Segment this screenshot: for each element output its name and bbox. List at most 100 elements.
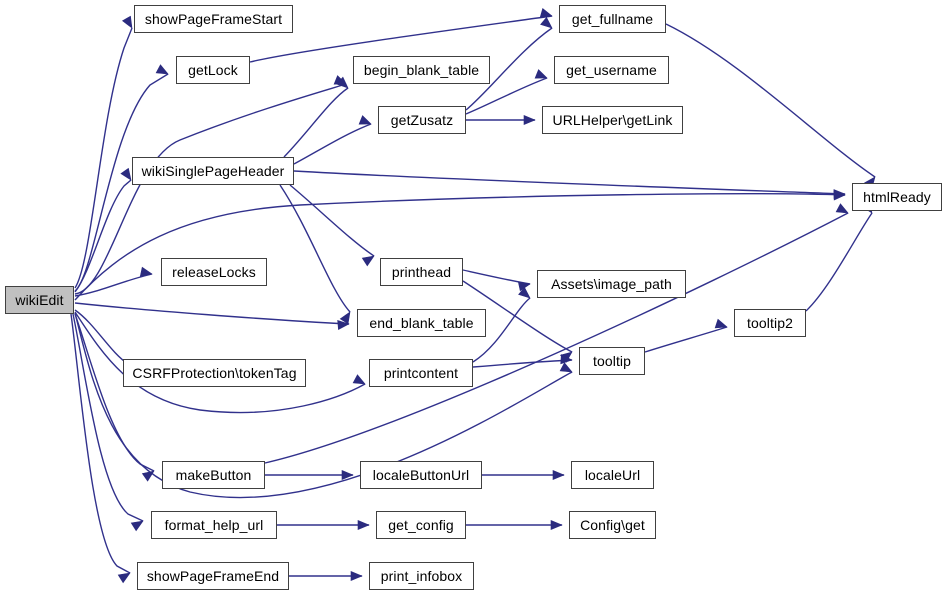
node-end_blank_table[interactable]: end_blank_table (357, 309, 486, 337)
node-label-Assets_image_path: Assets\image_path (551, 276, 672, 292)
node-tooltip[interactable]: tooltip (579, 347, 645, 375)
edge-printcontent-to-tooltip (472, 359, 573, 368)
node-format_help_url[interactable]: format_help_url (151, 511, 277, 539)
arrow-head-to-tooltip (560, 354, 573, 365)
node-label-Config_get: Config\get (580, 517, 645, 533)
node-label-print_infobox: print_infobox (380, 568, 463, 584)
arrow-head-to-get_config (357, 519, 370, 531)
node-label-wikiSinglePageHeader: wikiSinglePageHeader (141, 163, 285, 179)
node-getLock[interactable]: getLock (176, 56, 250, 84)
node-localeUrl[interactable]: localeUrl (571, 461, 654, 489)
node-label-releaseLocks: releaseLocks (172, 264, 256, 280)
arrow-head-to-end_blank_table (337, 319, 350, 331)
arrow-head-to-showPageFrameEnd (117, 572, 131, 584)
node-showPageFrameEnd[interactable]: showPageFrameEnd (137, 562, 289, 590)
node-label-begin_blank_table: begin_blank_table (363, 62, 480, 78)
node-getZusatz[interactable]: getZusatz (378, 106, 466, 134)
arrow-head-to-htmlReady (835, 203, 849, 214)
node-label-tooltip2: tooltip2 (747, 315, 793, 331)
node-wikiSinglePageHeader[interactable]: wikiSinglePageHeader (132, 157, 294, 185)
node-label-URLHelper_getLink: URLHelper\getLink (552, 112, 673, 128)
node-label-printcontent: printcontent (383, 365, 459, 381)
arrow-head-to-printhead (361, 255, 375, 267)
arrow-head-layer (117, 8, 876, 584)
node-label-showPageFrameStart: showPageFrameStart (144, 11, 283, 27)
arrow-head-to-showPageFrameStart (121, 15, 133, 29)
node-label-printhead: printhead (391, 264, 452, 280)
node-Config_get[interactable]: Config\get (569, 511, 656, 539)
node-label-localeButtonUrl: localeButtonUrl (372, 467, 470, 483)
node-Assets_image_path[interactable]: Assets\image_path (537, 270, 686, 298)
arrow-head-to-makeButton (141, 470, 155, 482)
node-CSRFProtection_tokenTag[interactable]: CSRFProtection\tokenTag (123, 359, 306, 387)
arrow-head-to-tooltip (559, 362, 573, 373)
arrow-head-to-releaseLocks (139, 266, 153, 277)
node-printhead[interactable]: printhead (380, 258, 463, 286)
edge-getLock-to-get_fullname (249, 15, 553, 63)
node-localeButtonUrl[interactable]: localeButtonUrl (360, 461, 482, 489)
node-htmlReady[interactable]: htmlReady (852, 183, 942, 211)
edge-wikiEdit-to-tooltip (74, 312, 573, 499)
edge-wikiEdit-to-showPageFrameStart (74, 27, 133, 289)
edge-wikiEdit-to-showPageFrameEnd (70, 313, 131, 574)
arrow-head-to-htmlReady (833, 189, 846, 200)
edge-printhead-to-tooltip (462, 280, 573, 353)
node-label-getLock: getLock (188, 62, 238, 78)
edge-getZusatz-to-get_fullname (465, 27, 553, 111)
arrow-head-to-localeButtonUrl (341, 469, 354, 481)
arrow-head-to-localeUrl (552, 469, 565, 481)
arrow-head-to-Config_get (550, 519, 563, 531)
node-label-getZusatz: getZusatz (390, 112, 454, 128)
edge-wikiEdit-to-releaseLocks (74, 273, 153, 297)
node-begin_blank_table[interactable]: begin_blank_table (353, 56, 490, 84)
node-label-format_help_url: format_help_url (164, 517, 264, 533)
edge-wikiEdit-to-wikiSinglePageHeader (74, 179, 132, 293)
node-label-get_config: get_config (388, 517, 454, 533)
node-URLHelper_getLink[interactable]: URLHelper\getLink (542, 106, 683, 134)
edge-wikiEdit-to-end_blank_table (74, 302, 350, 325)
node-label-htmlReady: htmlReady (863, 189, 931, 205)
node-releaseLocks[interactable]: releaseLocks (161, 258, 267, 286)
node-label-CSRFProtection_tokenTag: CSRFProtection\tokenTag (132, 365, 297, 381)
edge-wikiSinglePageHeader-to-begin_blank_table (283, 87, 349, 158)
arrow-head-to-print_infobox (350, 570, 363, 582)
edge-wikiEdit-to-htmlReady (74, 193, 846, 301)
edge-makeButton-to-htmlReady (264, 212, 849, 464)
node-printcontent[interactable]: printcontent (369, 359, 473, 387)
edge-wikiSinglePageHeader-to-printhead (289, 184, 375, 257)
node-label-makeButton: makeButton (175, 467, 252, 483)
edge-printcontent-to-Assets_image_path (472, 297, 531, 363)
node-get_fullname[interactable]: get_fullname (559, 5, 666, 33)
arrow-head-to-printcontent (352, 374, 366, 385)
node-label-end_blank_table: end_blank_table (369, 315, 474, 331)
edge-get_fullname-to-htmlReady (665, 23, 876, 178)
node-label-wikiEdit: wikiEdit (15, 292, 64, 308)
arrow-head-to-tooltip2 (714, 318, 728, 329)
arrow-head-to-get_username (534, 69, 548, 79)
arrow-head-to-get_fullname (540, 16, 553, 29)
edge-wikiEdit-to-format_help_url (72, 313, 144, 522)
arrow-head-to-getZusatz (358, 115, 372, 125)
arrow-head-to-get_fullname (539, 8, 553, 18)
node-wikiEdit[interactable]: wikiEdit (5, 286, 74, 314)
edge-wikiSinglePageHeader-to-getZusatz (293, 123, 372, 165)
node-makeButton[interactable]: makeButton (162, 461, 265, 489)
arrow-head-to-end_blank_table (339, 311, 351, 325)
arrow-head-to-getLock (155, 64, 169, 75)
edge-wikiSinglePageHeader-to-htmlReady (293, 170, 846, 195)
edge-wikiEdit-to-printcontent (74, 311, 366, 414)
node-get_config[interactable]: get_config (376, 511, 466, 539)
arrow-head-to-Assets_image_path (518, 286, 531, 299)
edge-tooltip2-to-htmlReady (805, 212, 873, 312)
node-get_username[interactable]: get_username (554, 56, 669, 84)
node-label-get_username: get_username (566, 62, 657, 78)
node-label-localeUrl: localeUrl (584, 467, 641, 483)
arrow-head-to-wikiSinglePageHeader (120, 167, 132, 181)
arrow-head-to-URLHelper_getLink (523, 114, 536, 126)
node-showPageFrameStart[interactable]: showPageFrameStart (134, 5, 293, 33)
node-tooltip2[interactable]: tooltip2 (734, 309, 806, 337)
arrow-head-to-begin_blank_table (336, 76, 349, 89)
node-print_infobox[interactable]: print_infobox (369, 562, 474, 590)
